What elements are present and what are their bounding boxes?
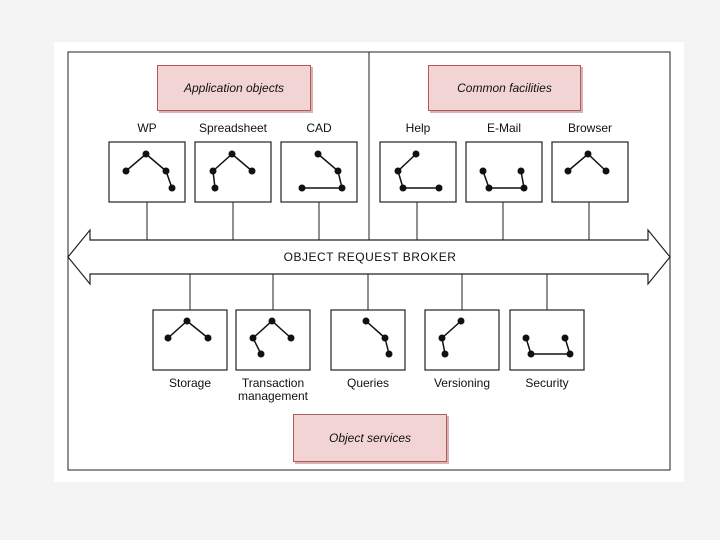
label-versioning: Versioning <box>433 376 491 390</box>
common-facilities-label: Common facilities <box>457 81 552 95</box>
label-wp: WP <box>137 121 157 135</box>
object-box-transaction-management <box>235 309 311 371</box>
common-facilities-header: Common facilities <box>428 65 581 111</box>
label-storage: Storage <box>168 376 212 390</box>
label-spreadsheet: Spreadsheet <box>198 121 268 135</box>
application-objects-header: Application objects <box>157 65 311 111</box>
label-cad: CAD <box>306 121 332 135</box>
object-services-header: Object services <box>293 414 447 462</box>
object-box-queries <box>330 309 406 371</box>
label-browser: Browser <box>567 121 612 135</box>
object-request-broker-arrow <box>67 228 671 286</box>
label-help: Help <box>405 121 431 135</box>
object-box-storage <box>152 309 228 371</box>
object-box-security <box>509 309 585 371</box>
object-box-email <box>465 141 543 203</box>
object-box-cad <box>280 141 358 203</box>
object-request-broker-label: OBJECT REQUEST BROKER <box>283 250 457 264</box>
label-email: E-Mail <box>486 121 521 135</box>
object-box-browser <box>551 141 629 203</box>
application-objects-label: Application objects <box>183 81 285 95</box>
object-box-spreadsheet <box>194 141 272 203</box>
label-security: Security <box>525 376 569 390</box>
object-box-help <box>379 141 457 203</box>
label-transaction-management: Transaction management <box>237 376 309 403</box>
object-box-versioning <box>424 309 500 371</box>
object-box-wp <box>108 141 186 203</box>
object-services-label: Object services <box>328 431 412 445</box>
label-queries: Queries <box>346 376 390 390</box>
